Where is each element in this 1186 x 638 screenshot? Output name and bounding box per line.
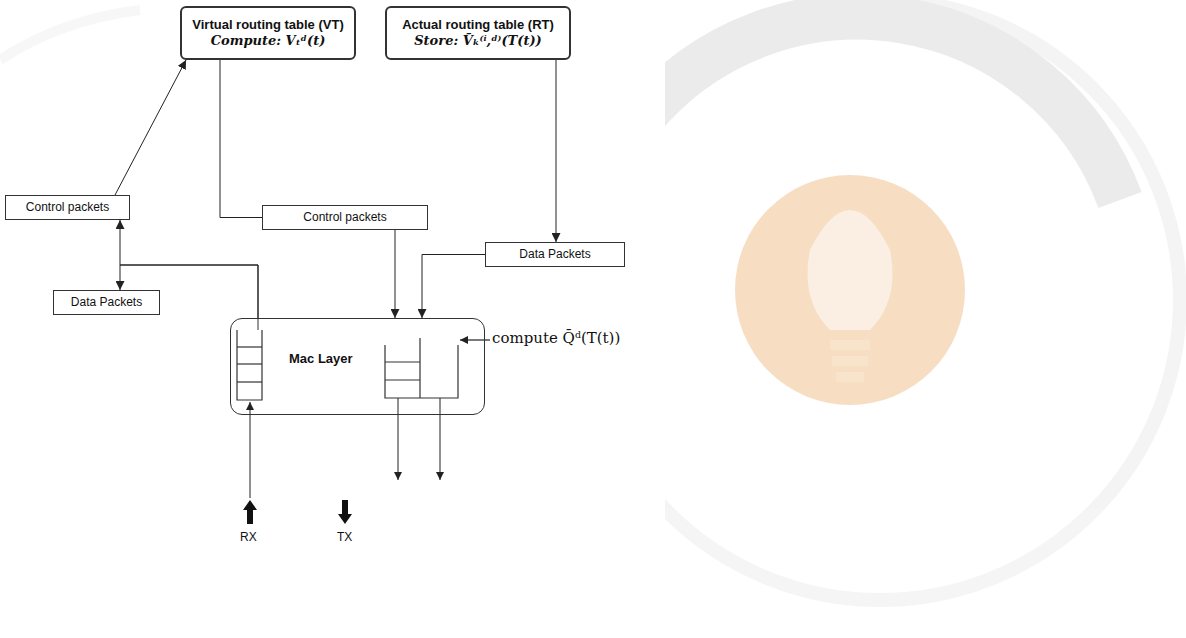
- rx-arrow: [250, 402, 251, 498]
- box-title: Data Packets: [519, 247, 590, 262]
- box-title: Virtual routing table (VT): [192, 17, 343, 33]
- packet-box: Control packets: [262, 205, 428, 230]
- queue-slot: [237, 346, 262, 347]
- watermark: [0, 0, 1180, 600]
- port-label: TX: [337, 530, 352, 544]
- port-label: RX: [240, 530, 257, 544]
- queue-outline: [237, 330, 262, 400]
- watermark-bulb-base: [832, 356, 868, 366]
- connector: [115, 60, 186, 195]
- routing-table-box: Actual routing table (RT)Store: Ṽₖ⁽ⁱ,ᵈ⁾(…: [385, 6, 571, 60]
- mac-layer-box: Mac Layer: [230, 318, 485, 415]
- tx-bold-arrow: [338, 500, 352, 524]
- watermark-bulb: [808, 210, 893, 330]
- packet-box: Control packets: [5, 195, 130, 220]
- connector: [422, 255, 485, 319]
- connector: [220, 60, 262, 218]
- packet-box: Data Packets: [53, 290, 160, 315]
- queue-slot: [385, 361, 420, 362]
- tx-arrow: [440, 398, 441, 480]
- queue-outline: [385, 345, 458, 398]
- rx-queue: [237, 330, 262, 400]
- rx-bold-arrow: [243, 500, 257, 524]
- watermark-bulb-base: [836, 372, 864, 382]
- box-title: Actual routing table (RT): [402, 17, 554, 33]
- rx-queue-link: [258, 318, 259, 330]
- watermark-bulb-base: [830, 340, 870, 350]
- watermark-swirl: [640, 17, 1120, 200]
- compute-arrow: [460, 339, 490, 340]
- box-formula: Compute: Vₜᵈ(t): [211, 33, 326, 49]
- connector: [556, 60, 557, 242]
- routing-table-box: Virtual routing table (VT)Compute: Vₜᵈ(t…: [180, 6, 356, 60]
- diagram-panel: [170, 0, 665, 555]
- box-title: Data Packets: [71, 295, 142, 310]
- watermark-sun: [735, 175, 965, 405]
- tx-queues: [385, 338, 458, 398]
- connector: [395, 230, 396, 318]
- box-formula: Store: Ṽₖ⁽ⁱ,ᵈ⁾(T(t)): [414, 33, 542, 49]
- watermark-ring: [580, 0, 1180, 600]
- tx-arrow: [398, 398, 399, 480]
- queue-divider: [419, 338, 420, 398]
- formula-label: compute Q̄ᵈ(T(t)): [492, 329, 620, 347]
- packet-box: Data Packets: [485, 242, 625, 267]
- queue-slot: [237, 381, 262, 382]
- queue-slot: [237, 363, 262, 364]
- box-title: Control packets: [303, 210, 386, 225]
- queue-slot: [385, 379, 420, 380]
- box-title: Mac Layer: [289, 351, 353, 367]
- box-title: Control packets: [26, 200, 109, 215]
- watermark-edge: [0, 10, 140, 60]
